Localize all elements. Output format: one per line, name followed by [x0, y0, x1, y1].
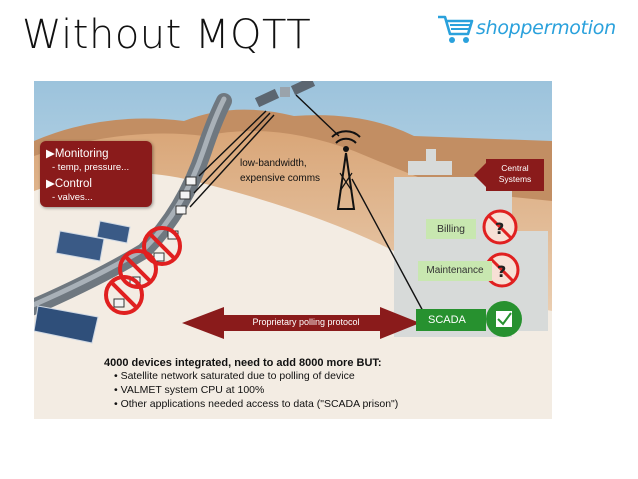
- central-systems-box: Central Systems: [486, 159, 544, 191]
- summary-heading: 4000 devices integrated, need to add 800…: [104, 357, 382, 369]
- summary-item: • Other applications needed access to da…: [114, 398, 399, 410]
- satellite-links: [189, 94, 425, 314]
- shoppermotion-logo: shoppermotion: [436, 12, 626, 48]
- scada-label: SCADA: [416, 309, 486, 331]
- polling-protocol-label: Proprietary polling protocol: [252, 317, 360, 327]
- summary-item: • Satellite network saturated due to pol…: [114, 370, 355, 382]
- solar-panels: [34, 220, 131, 344]
- no-sign-icons: [104, 226, 182, 315]
- maintenance-label: Maintenance: [418, 261, 492, 281]
- comms-label-line-2: expensive comms: [240, 173, 321, 184]
- monitoring-control-callout: ▶Monitoring - temp, pressure... ▶Control…: [40, 141, 152, 207]
- radio-tower-icon: [331, 130, 361, 210]
- satellite-icon: [254, 81, 316, 108]
- control-detail: - valves...: [52, 192, 93, 203]
- logo-text: shoppermotion: [476, 17, 616, 39]
- slide-title: Without MQTT: [22, 12, 312, 58]
- summary-text: 4000 devices integrated, need to add 800…: [104, 357, 398, 411]
- central-systems-line-1: Central: [501, 163, 529, 173]
- comms-label: low-bandwidth, expensive comms: [240, 156, 320, 186]
- billing-label: Billing: [426, 219, 476, 239]
- central-systems-line-2: Systems: [498, 174, 532, 184]
- architecture-diagram: ? ? ▶Monitoring - temp, pressure... ▶Con…: [34, 81, 552, 419]
- control-label: ▶Control: [46, 178, 92, 190]
- monitoring-label: ▶Monitoring: [46, 148, 109, 160]
- scada-app-icon: [486, 301, 522, 337]
- billing-blocked-icon: ?: [482, 209, 518, 245]
- svg-text:?: ?: [495, 219, 504, 238]
- shopping-cart-icon: [438, 15, 474, 43]
- monitoring-detail: - temp, pressure...: [52, 162, 130, 173]
- summary-item: • VALMET system CPU at 100%: [114, 384, 265, 396]
- comms-label-line-1: low-bandwidth,: [240, 158, 307, 169]
- svg-text:?: ?: [497, 262, 506, 281]
- polling-protocol-arrow: [182, 307, 420, 339]
- diagram-illustration: ? ?: [34, 81, 552, 419]
